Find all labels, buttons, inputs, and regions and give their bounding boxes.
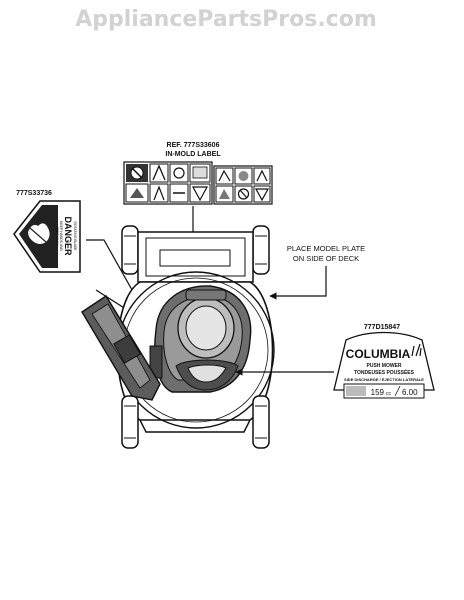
danger-decal: DANGER ROTATING BLADE KEEP HANDS AND FEE… xyxy=(13,200,81,273)
columbia-line3: SIDE DISCHARGE / ÉJECTION LATÉRALE xyxy=(344,377,424,382)
model-plate-note-line2: ON SIDE OF DECK xyxy=(293,254,359,263)
columbia-brand: COLUMBIA xyxy=(346,347,411,361)
danger-line3: FEET AWAY xyxy=(55,227,59,247)
columbia-torque: 6.00 xyxy=(402,388,418,397)
hand-icon xyxy=(28,223,50,244)
columbia-line2: TONDEUSES POUSSÉES xyxy=(354,368,415,376)
model-plate-note-line1: PLACE MODEL PLATE xyxy=(287,244,365,253)
danger-word: DANGER xyxy=(63,216,73,256)
danger-line2: KEEP HANDS AND xyxy=(59,221,63,251)
columbia-engine-cc-unit: cc xyxy=(386,391,392,397)
grass-icon xyxy=(411,343,422,357)
top-label-ref: REF. 777S33606 xyxy=(167,142,220,149)
danger-line1: ROTATING BLADE xyxy=(73,221,77,251)
mower-illustration xyxy=(81,225,275,449)
right-part-number: 777D15847 xyxy=(364,324,400,331)
watermark-text: AppliancePartsPros.com xyxy=(75,7,377,32)
left-part-number: 777S33736 xyxy=(16,190,52,197)
columbia-line1: PUSH MOWER xyxy=(367,363,402,369)
columbia-decal: COLUMBIA PUSH MOWER TONDEUSES POUSSÉES S… xyxy=(333,331,435,399)
top-label-name: IN-MOLD LABEL xyxy=(165,151,221,158)
columbia-engine-cc: 159 xyxy=(371,388,385,397)
in-mold-label-decal xyxy=(123,161,273,205)
arrow-model-plate xyxy=(269,266,327,300)
